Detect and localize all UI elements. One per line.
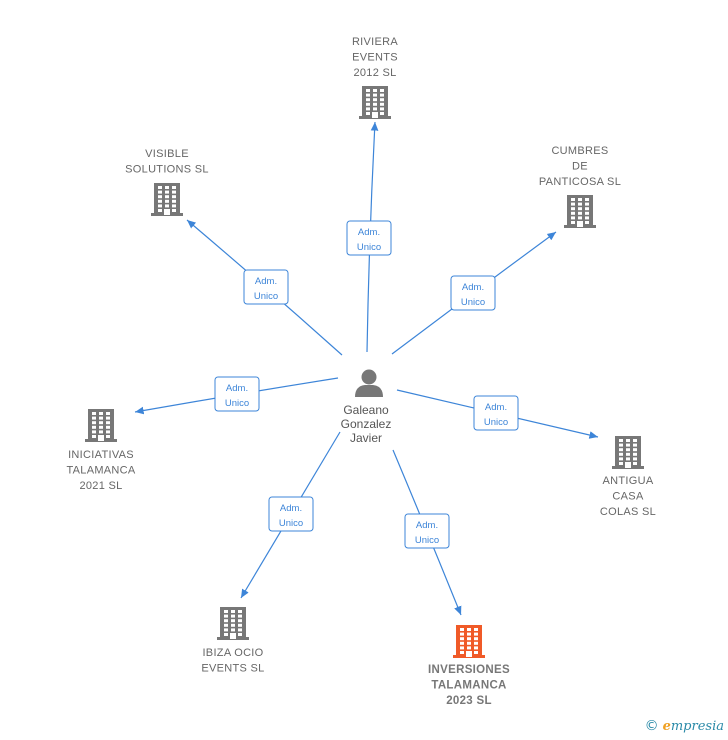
company-label-line[interactable]: VISIBLE <box>145 148 189 160</box>
edge-label-line-1: Adm. <box>416 520 438 531</box>
company-label-line[interactable]: TALAMANCA <box>431 680 506 692</box>
building-icon[interactable] <box>564 195 596 228</box>
company-node-riviera[interactable]: RIVIERA EVENTS 2012 SL <box>352 36 398 119</box>
edge-label-adm-unico[interactable]: Adm. Unico <box>214 376 260 412</box>
company-label-line[interactable]: EVENTS SL <box>201 663 264 675</box>
company-node-visible[interactable]: VISIBLE SOLUTIONS SL <box>125 148 209 216</box>
company-node-cumbres[interactable]: CUMBRES DE PANTICOSA SL <box>539 145 621 228</box>
company-label-line[interactable]: 2021 SL <box>79 480 122 492</box>
company-label-line[interactable]: DE <box>572 161 588 173</box>
company-label-line[interactable]: PANTICOSA SL <box>539 176 621 188</box>
person-icon[interactable] <box>355 369 383 398</box>
edge-label-line-2: Unico <box>461 297 485 308</box>
company-label-line[interactable]: COLAS SL <box>600 506 656 518</box>
edge-label-adm-unico[interactable]: Adm. Unico <box>268 496 314 532</box>
edge-label-line-1: Adm. <box>255 276 277 287</box>
edge-label-line-2: Unico <box>415 535 439 546</box>
edge-label-line-2: Unico <box>484 417 508 428</box>
building-icon[interactable] <box>453 625 485 658</box>
edge-label-line-1: Adm. <box>280 503 302 514</box>
copyright-icon: © <box>644 718 659 734</box>
company-label-line[interactable]: CASA <box>612 491 644 503</box>
edge-cumbres: Adm. Unico <box>391 231 557 355</box>
company-label-line[interactable]: SOLUTIONS SL <box>125 164 209 176</box>
company-label-line[interactable]: ANTIGUA <box>603 475 654 487</box>
edge-antigua: Adm. Unico <box>396 389 599 439</box>
company-node-iniciativas[interactable]: INICIATIVAS TALAMANCA 2021 SL <box>66 409 136 492</box>
person-label-line[interactable]: Gonzalez <box>341 417 392 431</box>
building-icon[interactable] <box>217 607 249 640</box>
person-label-line[interactable]: Javier <box>350 431 382 445</box>
building-icon[interactable] <box>151 183 183 216</box>
building-icon[interactable] <box>612 436 644 469</box>
edge-label-line-1: Adm. <box>462 282 484 293</box>
company-label-line[interactable]: RIVIERA <box>352 36 398 48</box>
empresia-logo[interactable]: empresia <box>662 718 724 734</box>
company-label-line[interactable]: 2012 SL <box>353 67 396 79</box>
edge-label-line-1: Adm. <box>485 402 507 413</box>
company-label-line[interactable]: INICIATIVAS <box>68 449 134 461</box>
edge-label-adm-unico[interactable]: Adm. Unico <box>243 269 289 305</box>
building-icon[interactable] <box>359 86 391 119</box>
company-label-line[interactable]: INVERSIONES <box>428 664 510 676</box>
edge-label-line-2: Unico <box>254 291 278 302</box>
edge-riviera: Adm. Unico <box>346 121 392 353</box>
edge-label-line-2: Unico <box>357 242 381 253</box>
footer-brand[interactable]: © empresia <box>645 718 724 734</box>
company-node-ibiza[interactable]: IBIZA OCIO EVENTS SL <box>201 607 264 675</box>
edge-label-line-2: Unico <box>279 518 303 529</box>
company-label-line[interactable]: IBIZA OCIO <box>202 647 263 659</box>
company-label-line[interactable]: CUMBRES <box>551 145 608 157</box>
edge-label-adm-unico[interactable]: Adm. Unico <box>346 220 392 256</box>
company-label-line[interactable]: EVENTS <box>352 52 398 64</box>
building-icon[interactable] <box>85 409 117 442</box>
company-label-line[interactable]: 2023 SL <box>446 695 492 707</box>
edge-label-line-1: Adm. <box>358 227 380 238</box>
edge-visible: Adm. Unico <box>186 219 343 356</box>
edge-label-adm-unico[interactable]: Adm. Unico <box>404 513 450 549</box>
edge-ibiza: Adm. Unico <box>240 431 341 599</box>
edge-inversiones: Adm. Unico <box>392 449 462 616</box>
company-label-line[interactable]: TALAMANCA <box>66 465 135 477</box>
edge-label-line-1: Adm. <box>226 383 248 394</box>
company-node-inversiones[interactable]: INVERSIONES TALAMANCA 2023 SL <box>428 625 510 707</box>
edge-label-adm-unico[interactable]: Adm. Unico <box>473 395 519 431</box>
edge-label-adm-unico[interactable]: Adm. Unico <box>450 275 496 311</box>
person-label-line[interactable]: Galeano <box>343 403 389 417</box>
edge-label-line-2: Unico <box>225 398 249 409</box>
company-node-antigua[interactable]: ANTIGUA CASA COLAS SL <box>600 436 656 518</box>
edge-iniciativas: Adm. Unico <box>134 376 339 415</box>
